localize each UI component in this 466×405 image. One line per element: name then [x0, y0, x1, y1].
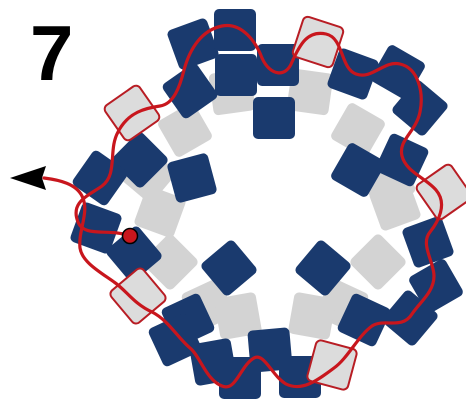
thread-start-dot	[123, 229, 138, 244]
navy-bead	[219, 357, 261, 399]
navy-bead	[166, 17, 220, 71]
navy-bead	[253, 97, 295, 139]
navy-bead	[214, 9, 256, 51]
navy-bead	[161, 62, 219, 120]
gray-bead	[348, 232, 407, 291]
outlined-gray-bead	[103, 84, 161, 142]
exit-arrow	[10, 166, 46, 190]
navy-bead	[215, 54, 257, 96]
arrow-head	[10, 166, 46, 190]
gray-bead	[288, 292, 337, 341]
